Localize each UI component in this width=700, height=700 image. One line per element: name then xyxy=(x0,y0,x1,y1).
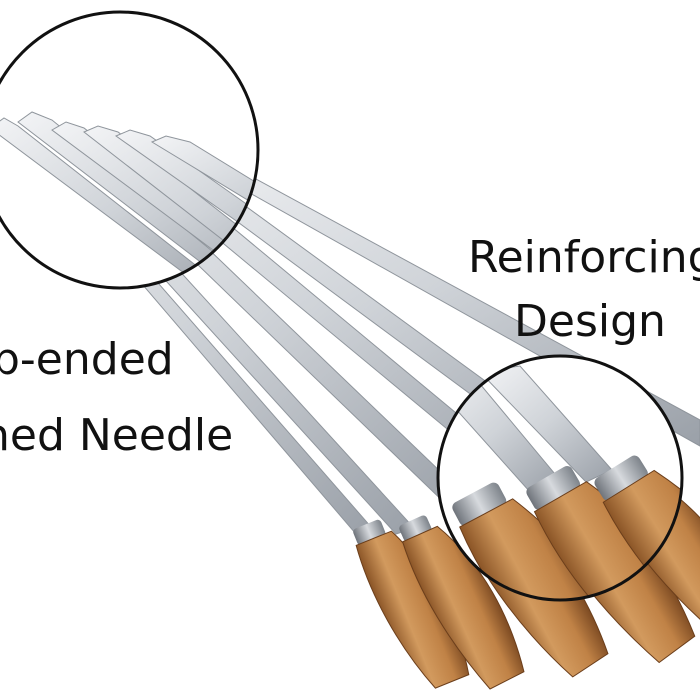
reinforcing-label-line-2: Design xyxy=(514,296,666,347)
tip-zoom-outline xyxy=(0,10,260,290)
tip-label-line-1: p-ended xyxy=(0,334,174,385)
reinforcing-zoom-outline xyxy=(436,354,684,602)
tip-zoom-circle xyxy=(0,10,260,290)
handle-1 xyxy=(353,519,470,689)
tip-label-line-2: hed Needle xyxy=(0,410,234,461)
reinforcing-label-line-1: Reinforcing xyxy=(468,232,700,283)
